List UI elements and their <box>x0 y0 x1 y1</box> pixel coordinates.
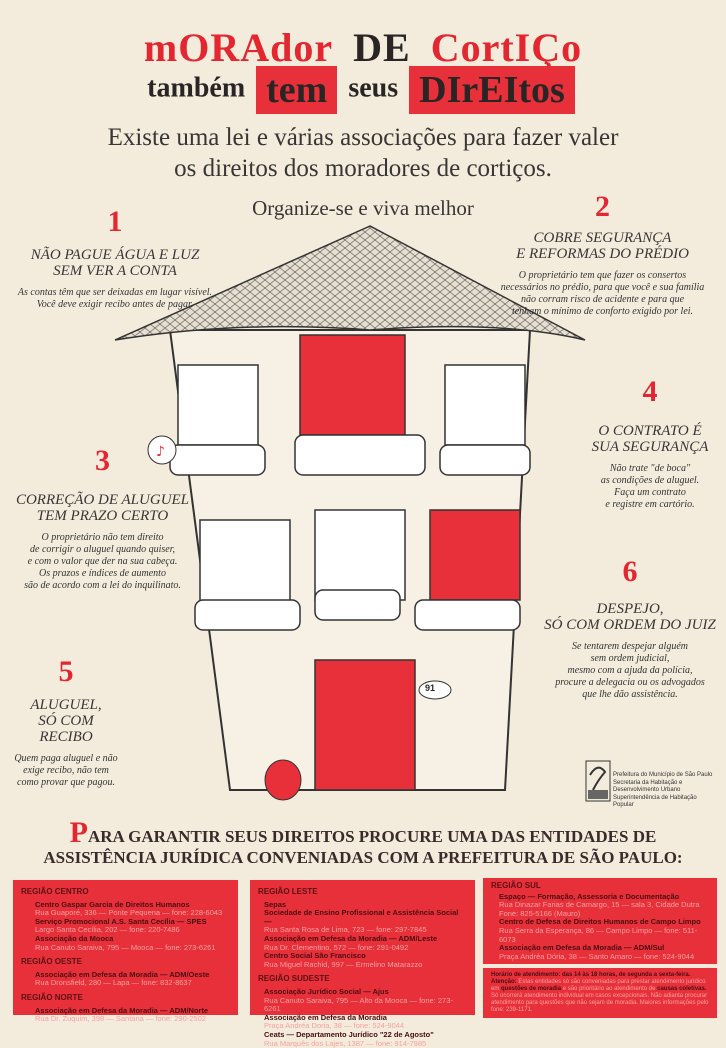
point-number: 6 <box>535 555 725 589</box>
point-heading: CORREÇÃO DE ALUGUEL <box>16 492 189 508</box>
point-heading: SÓ COM <box>38 713 93 729</box>
logo-text: Desenvolvimento Urbano <box>613 787 680 793</box>
point-body: Faça um contrato <box>614 487 686 498</box>
point-body: procure a delegacia ou os advogados <box>555 677 705 688</box>
point-body: mesmo com a ajuda da polícia, <box>568 665 693 676</box>
point-6: 6 DESPEJO,SÓ COM ORDEM DO JUIZ Se tentar… <box>535 555 725 701</box>
title-word-seus: seus <box>348 72 398 103</box>
region-name: REGIÃO NORTE <box>21 994 230 1003</box>
point-body: Você deve exigir recibo antes de pagar. <box>37 299 194 310</box>
title-box-direitos: DIrEItos <box>409 66 575 114</box>
point-body: Quem paga aluguel e não <box>14 753 117 764</box>
point-body: são de acordo com a lei do inquilinato. <box>24 580 181 591</box>
point-heading: COBRE SEGURANÇA <box>534 230 672 246</box>
region-name: REGIÃO CENTRO <box>21 888 230 897</box>
title-box-tem: tem <box>256 66 337 114</box>
drop-cap: P <box>70 816 88 849</box>
point-heading: DESPEJO, <box>596 601 663 617</box>
point-body: sem ordem judicial, <box>591 653 670 664</box>
point-body: Os prazos e índices de aumento <box>39 568 166 579</box>
title-word-morador: mORAdor <box>144 25 333 70</box>
entity-address: Rua Dronsfield, 280 — Lapa — fone: 832-8… <box>35 979 230 988</box>
point-body: de corrigir o aluguel quando quiser, <box>30 544 175 555</box>
note-text: e são prioritário ao atendimento de <box>563 986 656 992</box>
region-name: REGIÃO OESTE <box>21 958 230 967</box>
region-name: REGIÃO SUDESTE <box>258 975 467 984</box>
entity-address: Rua Miguel Rachid, 997 — Ermelino Matara… <box>264 961 467 970</box>
subtitle-line1: Existe uma lei e várias associações para… <box>0 124 726 152</box>
entity-address: Rua Serra da Esperança, 86 — Campo Limpo… <box>499 927 709 944</box>
entity-address: Rua Canuto Saraiva, 795 — Alto da Mooca … <box>264 997 467 1014</box>
point-number: 5 <box>0 655 132 689</box>
entity-address: Rua Dr. Zuquim, 398 — Santana — fone: 29… <box>35 1015 230 1024</box>
vase <box>265 760 301 800</box>
attention-label: Atenção: <box>491 979 517 985</box>
region-name: REGIÃO SUL <box>491 882 709 891</box>
point-body: não corram risco de acidente e para que <box>521 294 684 305</box>
point-heading: E REFORMAS DO PRÉDIO <box>516 246 689 262</box>
entity-name: Ceats — Departamento Jurídico "22 de Ago… <box>264 1031 467 1040</box>
point-heading: SUA SEGURANÇA <box>592 439 709 455</box>
entity-address: Praça Andréa Dória, 38 — Santo Amaro — f… <box>499 953 709 962</box>
point-body: O proprietário não tem direito <box>41 532 163 543</box>
note-text: Só ocorrerá atendimento individual em ca… <box>491 993 708 1013</box>
point-body: necessários no prédio, para que você e s… <box>501 282 705 293</box>
point-number: 4 <box>580 375 720 409</box>
title-word-cortico: CortIÇo <box>431 25 582 70</box>
poster-title-line2: também tem seus DIrEItos <box>0 66 726 114</box>
point-body: e com o valor que der na sua cabeça. <box>28 556 178 567</box>
region-name: REGIÃO LESTE <box>258 888 467 897</box>
note-bold: questões de moradia <box>501 986 561 992</box>
point-heading: O CONTRATO É <box>598 423 701 439</box>
subtitle-line2: os direitos dos moradores de cortiços. <box>0 155 726 183</box>
point-heading: ALUGUEL, <box>30 697 101 713</box>
title-word-de: DE <box>353 25 411 70</box>
point-body: como provar que pagou. <box>17 777 115 788</box>
point-heading: NÃO PAGUE ÁGUA E LUZ <box>31 247 200 263</box>
point-body: Não trate "de boca" <box>610 463 690 474</box>
point-number: 3 <box>0 444 205 478</box>
box-attention-note: Horário de atendimento: das 14 às 18 hor… <box>483 968 717 1018</box>
logo-text: Superintendência de Habitação Popular <box>613 795 697 809</box>
point-heading: SEM VER A CONTA <box>53 263 177 279</box>
point-heading: TEM PRAZO CERTO <box>37 508 168 524</box>
point-body: tenham o mínimo de conforto exigido por … <box>512 306 693 317</box>
point-body: e registre em cartório. <box>605 499 694 510</box>
point-body: O proprietário tem que fazer os conserto… <box>519 270 686 281</box>
box-sul: REGIÃO SUL Espaço — Formação, Assessoria… <box>483 878 717 964</box>
point-number: 2 <box>475 190 726 224</box>
logo-text: Prefeitura do Município de São Paulo <box>613 772 712 778</box>
poster-title-line1: mORAdor DE CortIÇo <box>0 24 726 71</box>
entity-name: Sociedade de Ensino Profissional e Assis… <box>264 909 467 926</box>
point-heading: RECIBO <box>39 729 92 745</box>
entity-address: Rua Canuto Saraiva, 795 — Mooca — fone: … <box>35 944 230 953</box>
entity-address: Rua Marquês dos Lajes, 1387 — fone: 914-… <box>264 1040 467 1048</box>
point-body: exige recibo, não tem <box>23 765 109 776</box>
title-word-tambem: também <box>147 72 245 103</box>
point-body: As contas têm que ser deixadas em lugar … <box>18 287 212 298</box>
logo-text: Secretaria da Habitação e <box>613 780 682 786</box>
box-centro-oeste-norte: REGIÃO CENTRO Centro Gaspar Garcia de Di… <box>13 880 238 1015</box>
point-heading: SÓ COM ORDEM DO JUIZ <box>544 617 716 633</box>
point-body: as condições de aluguel. <box>601 475 699 486</box>
point-body: Se tentarem despejar alguém <box>572 641 688 652</box>
door-number: 91 <box>425 683 435 693</box>
door <box>315 660 415 790</box>
point-number: 1 <box>0 205 230 239</box>
heading-line2: ASSISTÊNCIA JURÍDICA CONVENIADAS COM A P… <box>43 848 682 867</box>
heading-line1: ARA GARANTIR SEUS DIREITOS PROCURE UMA D… <box>88 827 656 846</box>
assistance-heading: PARA GARANTIR SEUS DIREITOS PROCURE UMA … <box>0 826 726 868</box>
point-body: que lhe dão assistência. <box>582 689 678 700</box>
note-bold: causas coletivas. <box>657 986 706 992</box>
hours-text: Horário de atendimento: das 14 às 18 hor… <box>491 972 709 979</box>
